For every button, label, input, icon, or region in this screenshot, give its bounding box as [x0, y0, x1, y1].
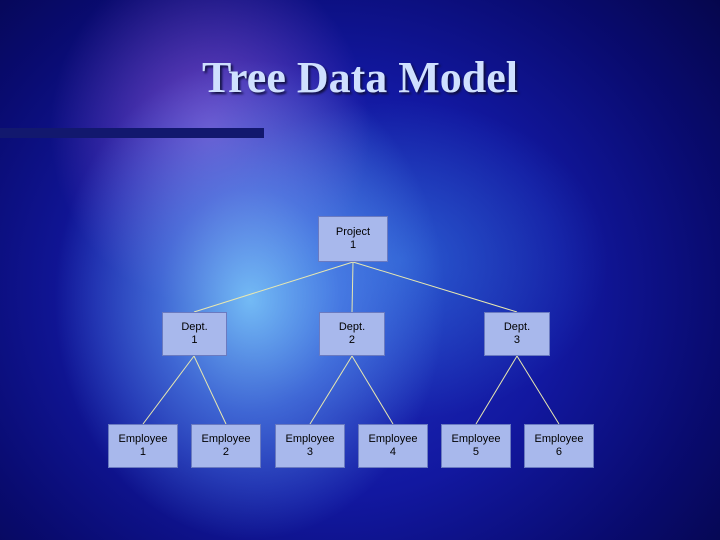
- edge-dept2-emp4: [351, 355, 394, 425]
- slide-title: Tree Data Model: [201, 53, 519, 102]
- edge-project-dept2: [351, 261, 354, 313]
- node-employee-6: Employee 6: [524, 424, 594, 468]
- edge-dept1-emp2: [193, 355, 227, 425]
- title-underline-bar: [0, 128, 264, 138]
- edge-dept1-emp1: [142, 355, 195, 425]
- edge-dept3-emp5: [475, 355, 518, 425]
- node-dept-1: Dept. 1: [162, 312, 227, 356]
- edge-dept3-emp6: [516, 355, 560, 425]
- node-employee-5: Employee 5: [441, 424, 511, 468]
- node-employee-1: Employee 1: [108, 424, 178, 468]
- node-employee-3: Employee 3: [275, 424, 345, 468]
- node-project-1: Project 1: [318, 216, 388, 262]
- node-dept-2: Dept. 2: [319, 312, 385, 356]
- edge-project-dept1: [193, 261, 354, 313]
- edge-dept2-emp3: [309, 355, 353, 425]
- node-employee-4: Employee 4: [358, 424, 428, 468]
- node-employee-2: Employee 2: [191, 424, 261, 468]
- edge-project-dept3: [352, 261, 518, 313]
- node-dept-3: Dept. 3: [484, 312, 550, 356]
